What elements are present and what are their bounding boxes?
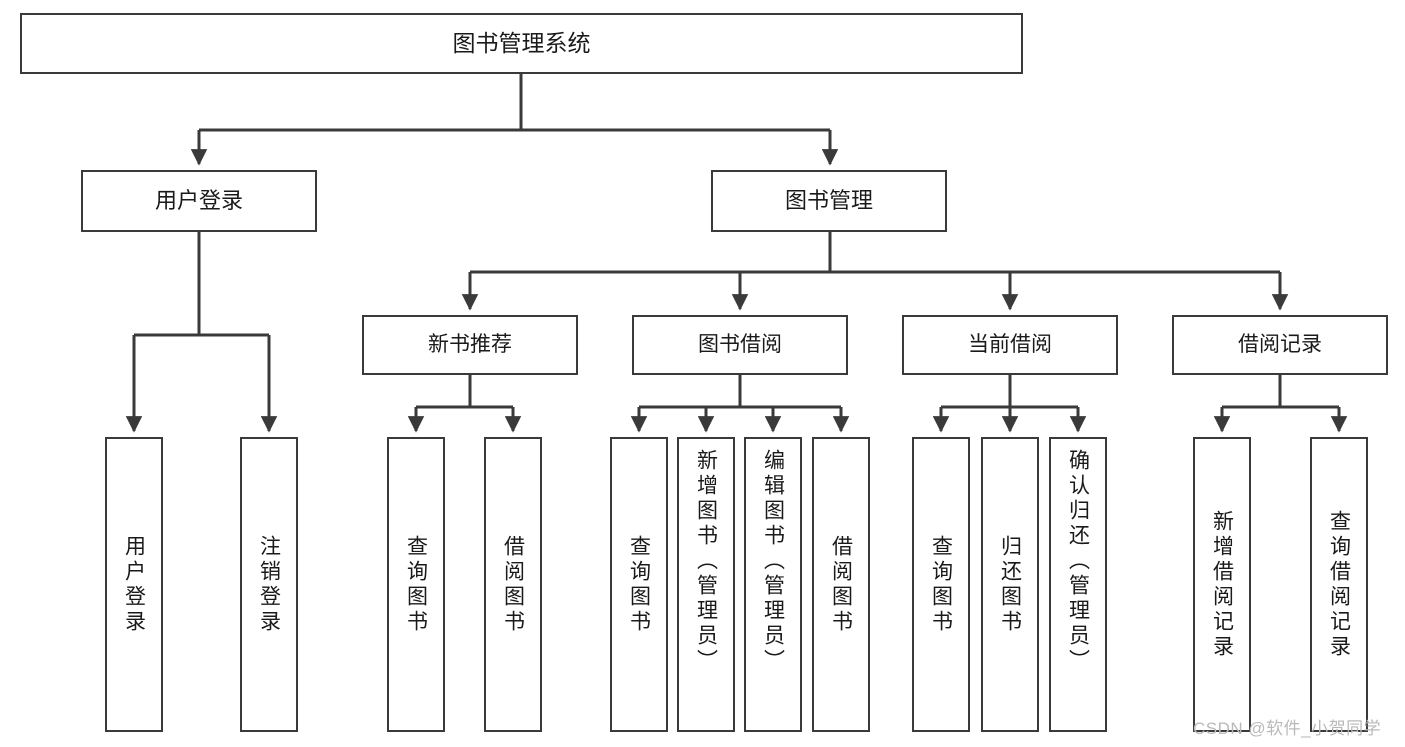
node-label: 图书借阅 — [698, 332, 782, 356]
leaf-book-borrow-add-book-admin[interactable]: 新增图书（管理员） — [677, 437, 735, 732]
node-label: 用户登录 — [154, 188, 243, 214]
node-label: 借阅图书 — [829, 534, 853, 635]
leaf-book-borrow-query-book[interactable]: 查询图书 — [610, 437, 668, 732]
node-label: 查询图书 — [404, 534, 428, 635]
node-label: 查询借阅记录 — [1327, 509, 1351, 660]
node-label: 新书推荐 — [428, 332, 512, 356]
leaf-user-login-logout[interactable]: 注销登录 — [240, 437, 298, 732]
node-label: 新增借阅记录 — [1210, 509, 1234, 660]
node-book-management[interactable]: 图书管理 — [711, 170, 947, 232]
leaf-current-borrow-query-book[interactable]: 查询图书 — [912, 437, 970, 732]
node-label: 编辑图书（管理员） — [761, 449, 785, 674]
node-label: 新增图书（管理员） — [694, 449, 718, 674]
node-label: 图书管理系统 — [452, 30, 591, 57]
node-new-book-recommend[interactable]: 新书推荐 — [362, 315, 578, 375]
leaf-borrow-record-add-record[interactable]: 新增借阅记录 — [1193, 437, 1251, 732]
node-book-borrow[interactable]: 图书借阅 — [632, 315, 848, 375]
leaf-new-book-borrow-book[interactable]: 借阅图书 — [484, 437, 542, 732]
csdn-watermark: CSDN @软件_小贺同学 — [1193, 719, 1382, 738]
node-current-borrow[interactable]: 当前借阅 — [902, 315, 1118, 375]
leaf-book-borrow-edit-book-admin[interactable]: 编辑图书（管理员） — [744, 437, 802, 732]
node-label: 当前借阅 — [968, 332, 1052, 356]
leaf-current-borrow-confirm-return-admin[interactable]: 确认归还（管理员） — [1049, 437, 1107, 732]
leaf-new-book-query-book[interactable]: 查询图书 — [387, 437, 445, 732]
leaf-user-login-login[interactable]: 用户登录 — [105, 437, 163, 732]
node-label: 借阅图书 — [501, 534, 525, 635]
node-label: 查询图书 — [627, 534, 651, 635]
node-borrow-record[interactable]: 借阅记录 — [1172, 315, 1388, 375]
node-label: 借阅记录 — [1238, 332, 1322, 356]
node-label: 注销登录 — [257, 534, 281, 635]
node-label: 用户登录 — [122, 534, 146, 635]
leaf-book-borrow-borrow-book[interactable]: 借阅图书 — [812, 437, 870, 732]
node-label: 确认归还（管理员） — [1066, 449, 1090, 674]
leaf-borrow-record-query-record[interactable]: 查询借阅记录 — [1310, 437, 1368, 732]
node-root-book-management-system[interactable]: 图书管理系统 — [20, 13, 1023, 74]
node-label: 归还图书 — [998, 534, 1022, 635]
node-label: 查询图书 — [929, 534, 953, 635]
node-user-login[interactable]: 用户登录 — [81, 170, 317, 232]
leaf-current-borrow-return-book[interactable]: 归还图书 — [981, 437, 1039, 732]
node-label: 图书管理 — [784, 188, 873, 214]
